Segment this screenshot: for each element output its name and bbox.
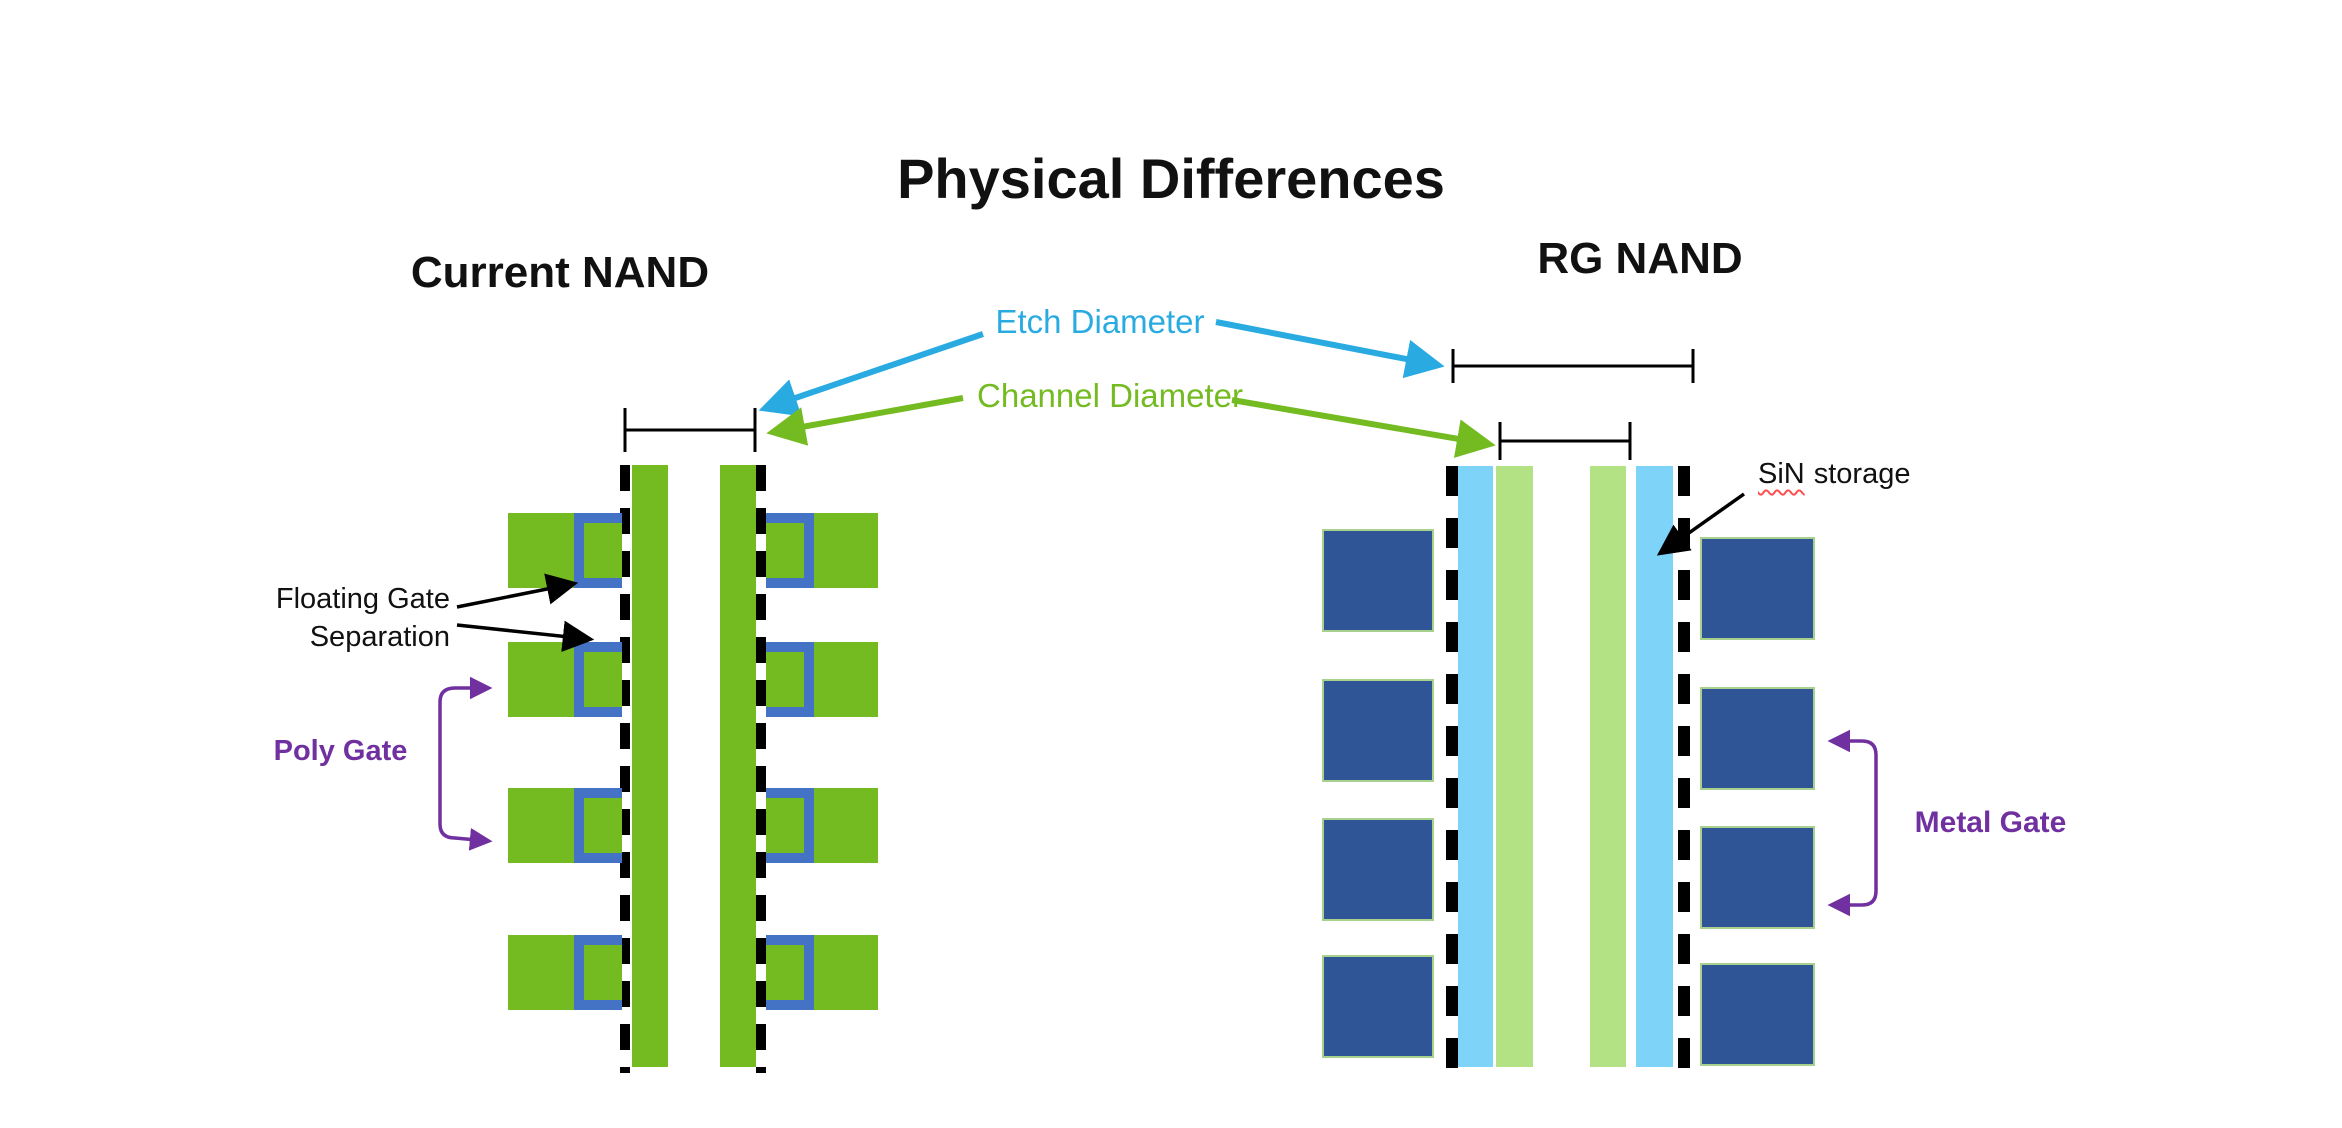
poly-gate-row	[508, 513, 622, 588]
channel-arrow-right	[1231, 397, 1496, 458]
poly-gate-row	[766, 642, 878, 717]
metal-gate-block	[1322, 529, 1434, 632]
channel-pillar-right	[720, 465, 756, 1067]
channel-pillar-left	[632, 465, 668, 1067]
poly-gate-label: Poly Gate	[273, 735, 408, 767]
metal-gate-block	[1322, 955, 1434, 1058]
channel-layer-left	[1496, 466, 1533, 1067]
channel-arrow-left	[766, 395, 964, 446]
etch-diameter-bracket-current	[623, 408, 757, 452]
floating-gate-separation-label-line2: Separation	[309, 621, 450, 653]
etch-boundary-right-current	[756, 465, 766, 1073]
sin-storage-word: storage	[1813, 458, 1911, 490]
poly-gate-row	[508, 642, 622, 717]
etch-arrow-right	[1215, 319, 1445, 379]
sin-storage-layer-right	[1636, 466, 1673, 1067]
floating-gate-outline	[574, 935, 622, 1010]
metal-gate-label: Metal Gate	[1914, 806, 2067, 839]
poly-gate-row	[508, 788, 622, 863]
metal-gate-block	[1322, 679, 1434, 782]
floating-gate-outline	[574, 513, 622, 588]
channel-layer-right	[1590, 466, 1626, 1067]
channel-diameter-bracket-rg	[1498, 422, 1632, 460]
poly-gate-row	[766, 935, 878, 1010]
metal-gate-block	[1700, 963, 1815, 1066]
sin-word: SiN	[1758, 458, 1805, 490]
floating-gate-arrow-2	[456, 620, 595, 652]
etch-boundary-left-rg	[1446, 466, 1458, 1070]
page-title: Physical Differences	[897, 147, 1445, 210]
metal-gate-block	[1700, 537, 1815, 640]
poly-gate-row	[766, 788, 878, 863]
rg-nand-title: RG NAND	[1537, 234, 1743, 283]
floating-gate-outline	[574, 642, 622, 717]
sin-storage-layer-left	[1458, 466, 1493, 1067]
poly-gate-bracket	[438, 676, 493, 851]
floating-gate-outline	[574, 788, 622, 863]
etch-boundary-left-current	[620, 465, 630, 1073]
floating-gate-outline	[766, 788, 814, 863]
metal-gate-bracket	[1827, 729, 1878, 917]
floating-gate-outline	[766, 935, 814, 1010]
metal-gate-block	[1322, 818, 1434, 921]
channel-diameter-label: Channel Diameter	[977, 377, 1243, 414]
etch-diameter-bracket-rg	[1451, 349, 1695, 383]
metal-gate-block	[1700, 826, 1815, 929]
floating-gate-outline	[766, 642, 814, 717]
etch-boundary-right-rg	[1678, 466, 1690, 1070]
floating-gate-separation-label-line1: Floating Gate	[275, 583, 450, 615]
etch-diameter-label: Etch Diameter	[995, 303, 1205, 340]
current-nand-title: Current NAND	[410, 248, 710, 297]
floating-gate-outline	[766, 513, 814, 588]
metal-gate-block	[1700, 687, 1815, 790]
poly-gate-row	[766, 513, 878, 588]
poly-gate-row	[508, 935, 622, 1010]
